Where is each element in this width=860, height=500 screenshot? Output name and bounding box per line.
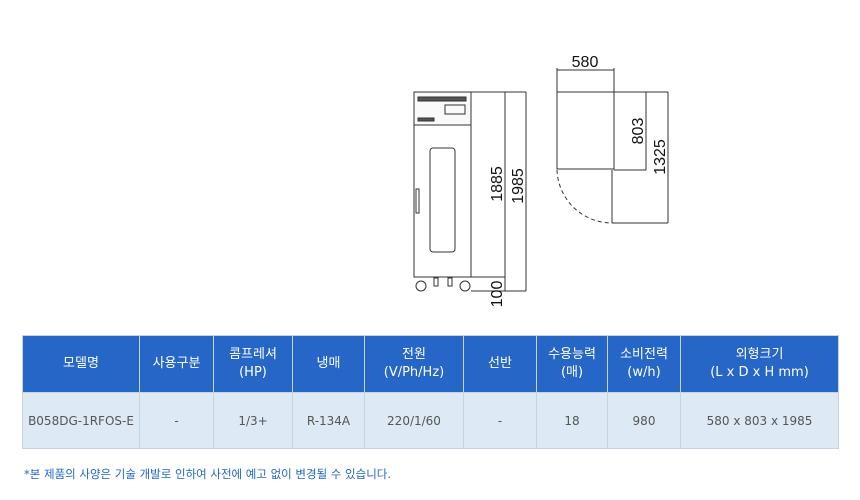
- column-header: 콤프레셔 (HP): [213, 335, 293, 393]
- header-text: 전원: [402, 347, 426, 362]
- column-header: 모델명: [22, 335, 140, 393]
- header-text: (HP): [239, 365, 267, 380]
- column-header: 사용구분: [139, 335, 214, 393]
- disclaimer-note: *본 제품의 사양은 기술 개발로 인하여 사전에 예고 없이 변경될 수 있습…: [24, 467, 392, 481]
- header-text: 수용능력: [548, 347, 596, 362]
- header-text: 냉매: [316, 356, 341, 371]
- column-header: 선반: [463, 335, 537, 393]
- header-text: (L x D x H mm): [710, 365, 809, 380]
- height-total-label: 1985: [510, 168, 527, 204]
- column-header: 외형크기 (L x D x H mm): [680, 335, 839, 393]
- table-cell: 18: [536, 392, 608, 449]
- table-cell: B058DG-1RFOS-E: [22, 392, 140, 449]
- height-body-label: 1885: [489, 166, 506, 202]
- table-cell: -: [139, 392, 214, 449]
- width-label: 580: [572, 54, 599, 71]
- table-cell: 980: [607, 392, 681, 449]
- header-text: (w/h): [627, 365, 661, 380]
- cabinet-top-view: [556, 91, 615, 170]
- door-window: [429, 147, 456, 253]
- header-text: (매): [560, 365, 584, 380]
- product-dimension-drawing: 580 803 1325 1885 1985 100: [413, 54, 669, 308]
- height-legs-label: 100: [489, 281, 506, 308]
- table-cell: R-134A: [292, 392, 365, 449]
- header-text: 외형크기: [735, 347, 784, 362]
- spec-table: 모델명 사용구분 콤프레셔 (HP) 냉매 전원 (V/Ph/Hz) 선반 수용능력 (매) 소비전…: [22, 335, 839, 449]
- column-header: 냉매: [292, 335, 365, 393]
- depth-body-label: 803: [630, 118, 647, 145]
- header-text: 소비전력: [620, 347, 668, 362]
- table-cell: 580 x 803 x 1985: [680, 392, 839, 449]
- header-text: 선반: [488, 356, 512, 371]
- depth-door-open-label: 1325: [652, 139, 669, 175]
- column-header: 전원 (V/Ph/Hz): [364, 335, 464, 393]
- header-text: 모델명: [63, 356, 99, 371]
- column-header: 소비전력 (w/h): [607, 335, 681, 393]
- header-text: (V/Ph/Hz): [383, 365, 445, 380]
- table-cell: -: [463, 392, 537, 449]
- table-cell: 220/1/60: [364, 392, 464, 449]
- header-text: 사용구분: [152, 356, 201, 371]
- table-cell: 1/3+: [213, 392, 293, 449]
- header-text: 콤프레셔: [229, 347, 277, 362]
- column-header: 수용능력 (매): [536, 335, 608, 393]
